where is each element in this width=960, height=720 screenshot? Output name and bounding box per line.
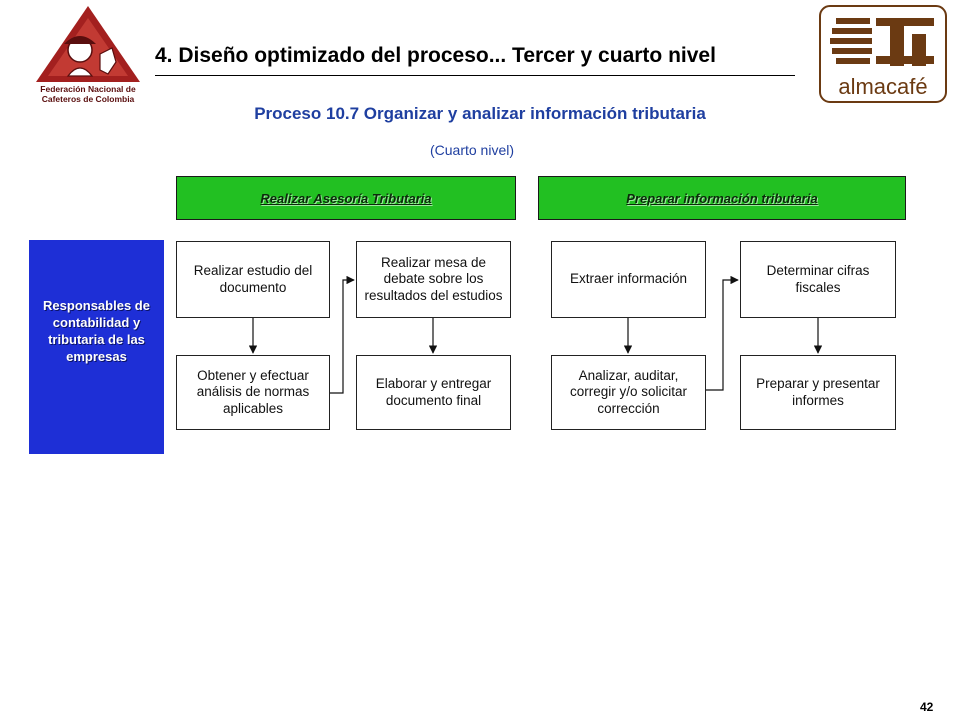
- step-mesa-debate: Realizar mesa de debate sobre los result…: [356, 241, 511, 318]
- fnc-logo-line2: Cafeteros de Colombia: [42, 94, 135, 104]
- slide-title: 4. Diseño optimizado del proceso... Terc…: [155, 44, 716, 67]
- process-title: Proceso 10.7 Organizar y analizar inform…: [254, 104, 706, 123]
- step-preparar-informes: Preparar y presentar informes: [740, 355, 896, 430]
- process-level: (Cuarto nivel): [429, 142, 515, 158]
- step-analizar-auditar: Analizar, auditar, corregir y/o solicita…: [551, 355, 706, 430]
- step-realizar-estudio: Realizar estudio del documento: [176, 241, 330, 318]
- almacafe-logo-text: almacafé: [838, 74, 927, 99]
- step-extraer-informacion: Extraer información: [551, 241, 706, 318]
- arrow-s6-s7: [706, 275, 739, 391]
- fnc-logo: Federación Nacional de Cafeteros de Colo…: [36, 6, 140, 104]
- phase-header-informacion: Preparar información tributaria: [538, 176, 906, 220]
- page-number: 42: [920, 700, 934, 714]
- step-determinar-cifras: Determinar cifras fiscales: [740, 241, 896, 318]
- phase-header-asesoria: Realizar Asesoría Tributaria: [176, 176, 516, 220]
- step-elaborar-documento: Elaborar y entregar documento final: [356, 355, 511, 430]
- role-lane: Responsables de contabilidad y tributari…: [29, 240, 164, 454]
- arrow-s2-s3: [330, 275, 355, 394]
- title-rule: [155, 75, 795, 76]
- step-obtener-analisis: Obtener y efectuar análisis de normas ap…: [176, 355, 330, 430]
- almacafe-logo: almacafé: [819, 5, 947, 103]
- fnc-logo-line1: Federación Nacional de: [40, 84, 136, 94]
- role-label: Responsables de contabilidad y tributari…: [43, 298, 150, 364]
